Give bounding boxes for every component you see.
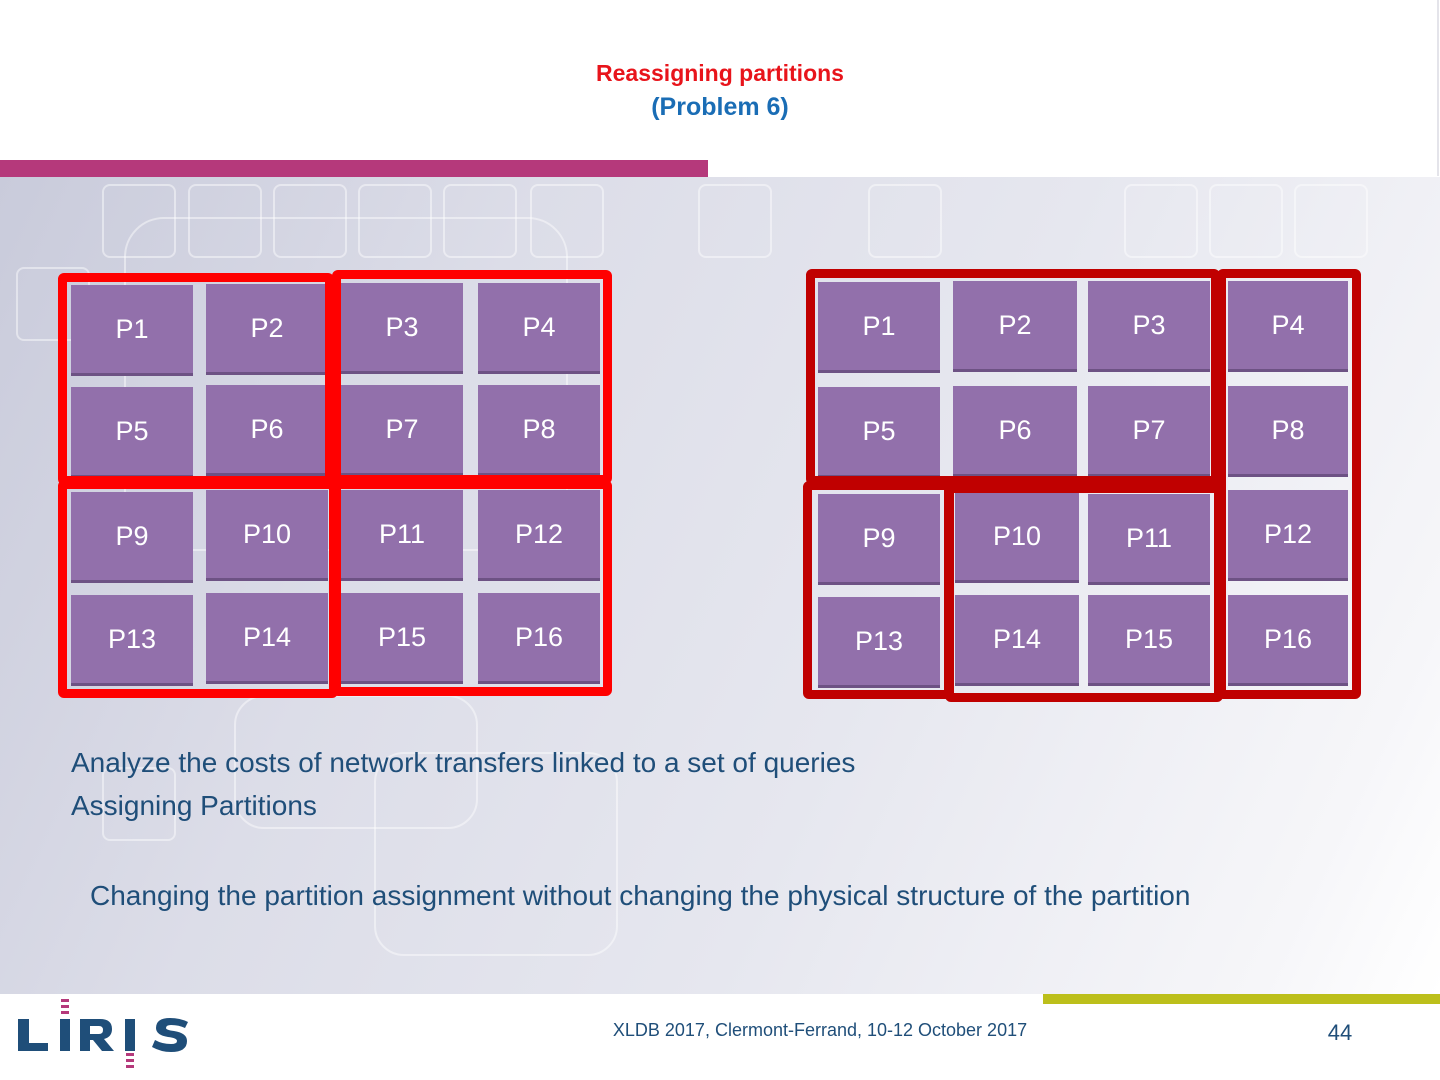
decor-square <box>188 184 262 258</box>
partition-group-outline <box>332 480 612 696</box>
body-text-line2: Assigning Partitions <box>71 790 317 821</box>
decor-square <box>1124 184 1198 258</box>
decor-square <box>358 184 432 258</box>
partition-group-outline <box>332 270 612 484</box>
partition-group-outline <box>803 481 953 699</box>
partition-cell: P6 <box>206 385 328 473</box>
partition-cell: P8 <box>1228 386 1348 474</box>
partition-cell: P14 <box>206 593 328 681</box>
partition-cell: P4 <box>1228 281 1348 369</box>
partition-cell: P10 <box>206 490 328 578</box>
partition-cell: P6 <box>953 386 1077 474</box>
partition-cell: P3 <box>341 283 463 371</box>
partition-cell: P1 <box>818 282 940 370</box>
decor-square <box>1294 184 1368 258</box>
decor-square <box>102 767 176 841</box>
partition-cell: P13 <box>818 597 940 685</box>
partition-cell: P5 <box>71 387 193 475</box>
partition-cell: P13 <box>71 595 193 683</box>
partition-cell: P7 <box>1088 386 1210 474</box>
partition-group-outline <box>58 273 334 485</box>
partition-cell: P4 <box>478 283 600 371</box>
body-text-line1: Analyze the costs of network transfers l… <box>71 747 856 778</box>
decor-square <box>273 184 347 258</box>
slide-subtitle: (Problem 6) <box>651 93 789 121</box>
partition-cell: P2 <box>206 284 328 372</box>
partition-cell: P9 <box>818 494 940 582</box>
magenta-accent-bar <box>0 160 708 177</box>
decor-square <box>443 184 517 258</box>
partition-cell: P15 <box>341 593 463 681</box>
slide-title: Reassigning partitions <box>596 60 844 86</box>
partition-cell: P10 <box>955 492 1079 580</box>
partition-cell: P1 <box>71 285 193 373</box>
partition-cell: P16 <box>478 593 600 681</box>
decor-square <box>868 184 942 258</box>
partition-cell: P7 <box>341 385 463 473</box>
partition-group-outline <box>806 269 1220 485</box>
partition-cell: P15 <box>1088 595 1210 683</box>
partition-cell: P8 <box>478 385 600 473</box>
partition-cell: P11 <box>1088 494 1210 582</box>
partition-group-outline <box>1217 269 1361 699</box>
partition-cell: P16 <box>1228 595 1348 683</box>
slide-header: Reassigning partitions (Problem 6) <box>0 0 1440 160</box>
partition-cell: P12 <box>1228 490 1348 578</box>
partition-group-outline <box>945 484 1223 702</box>
footer-conference: XLDB 2017, Clermont-Ferrand, 10-12 Octob… <box>612 1020 1028 1040</box>
decor-square <box>102 184 176 258</box>
partition-group-outline <box>58 480 338 698</box>
partition-cell: P2 <box>953 281 1077 369</box>
decor-square <box>374 752 618 956</box>
page-number: 44 <box>1327 1020 1353 1045</box>
slide-content: P1 P2 P3 P4 P5 P6 P7 P8 P9 P10 P11 P12 P… <box>0 177 1440 994</box>
partition-cell: P9 <box>71 492 193 580</box>
decor-square <box>1209 184 1283 258</box>
partition-cell: P12 <box>478 490 600 578</box>
decor-square <box>234 695 478 829</box>
decor-square <box>698 184 772 258</box>
liris-logo <box>18 999 188 1068</box>
partition-cell: P5 <box>818 387 940 475</box>
olive-accent-bar <box>1043 994 1440 1004</box>
partition-cell: P3 <box>1088 281 1210 369</box>
body-text-line3: Changing the partition assignment withou… <box>90 880 1191 911</box>
partition-cell: P14 <box>955 595 1079 683</box>
partition-cell: P11 <box>341 490 463 578</box>
header-edge <box>1437 0 1439 176</box>
